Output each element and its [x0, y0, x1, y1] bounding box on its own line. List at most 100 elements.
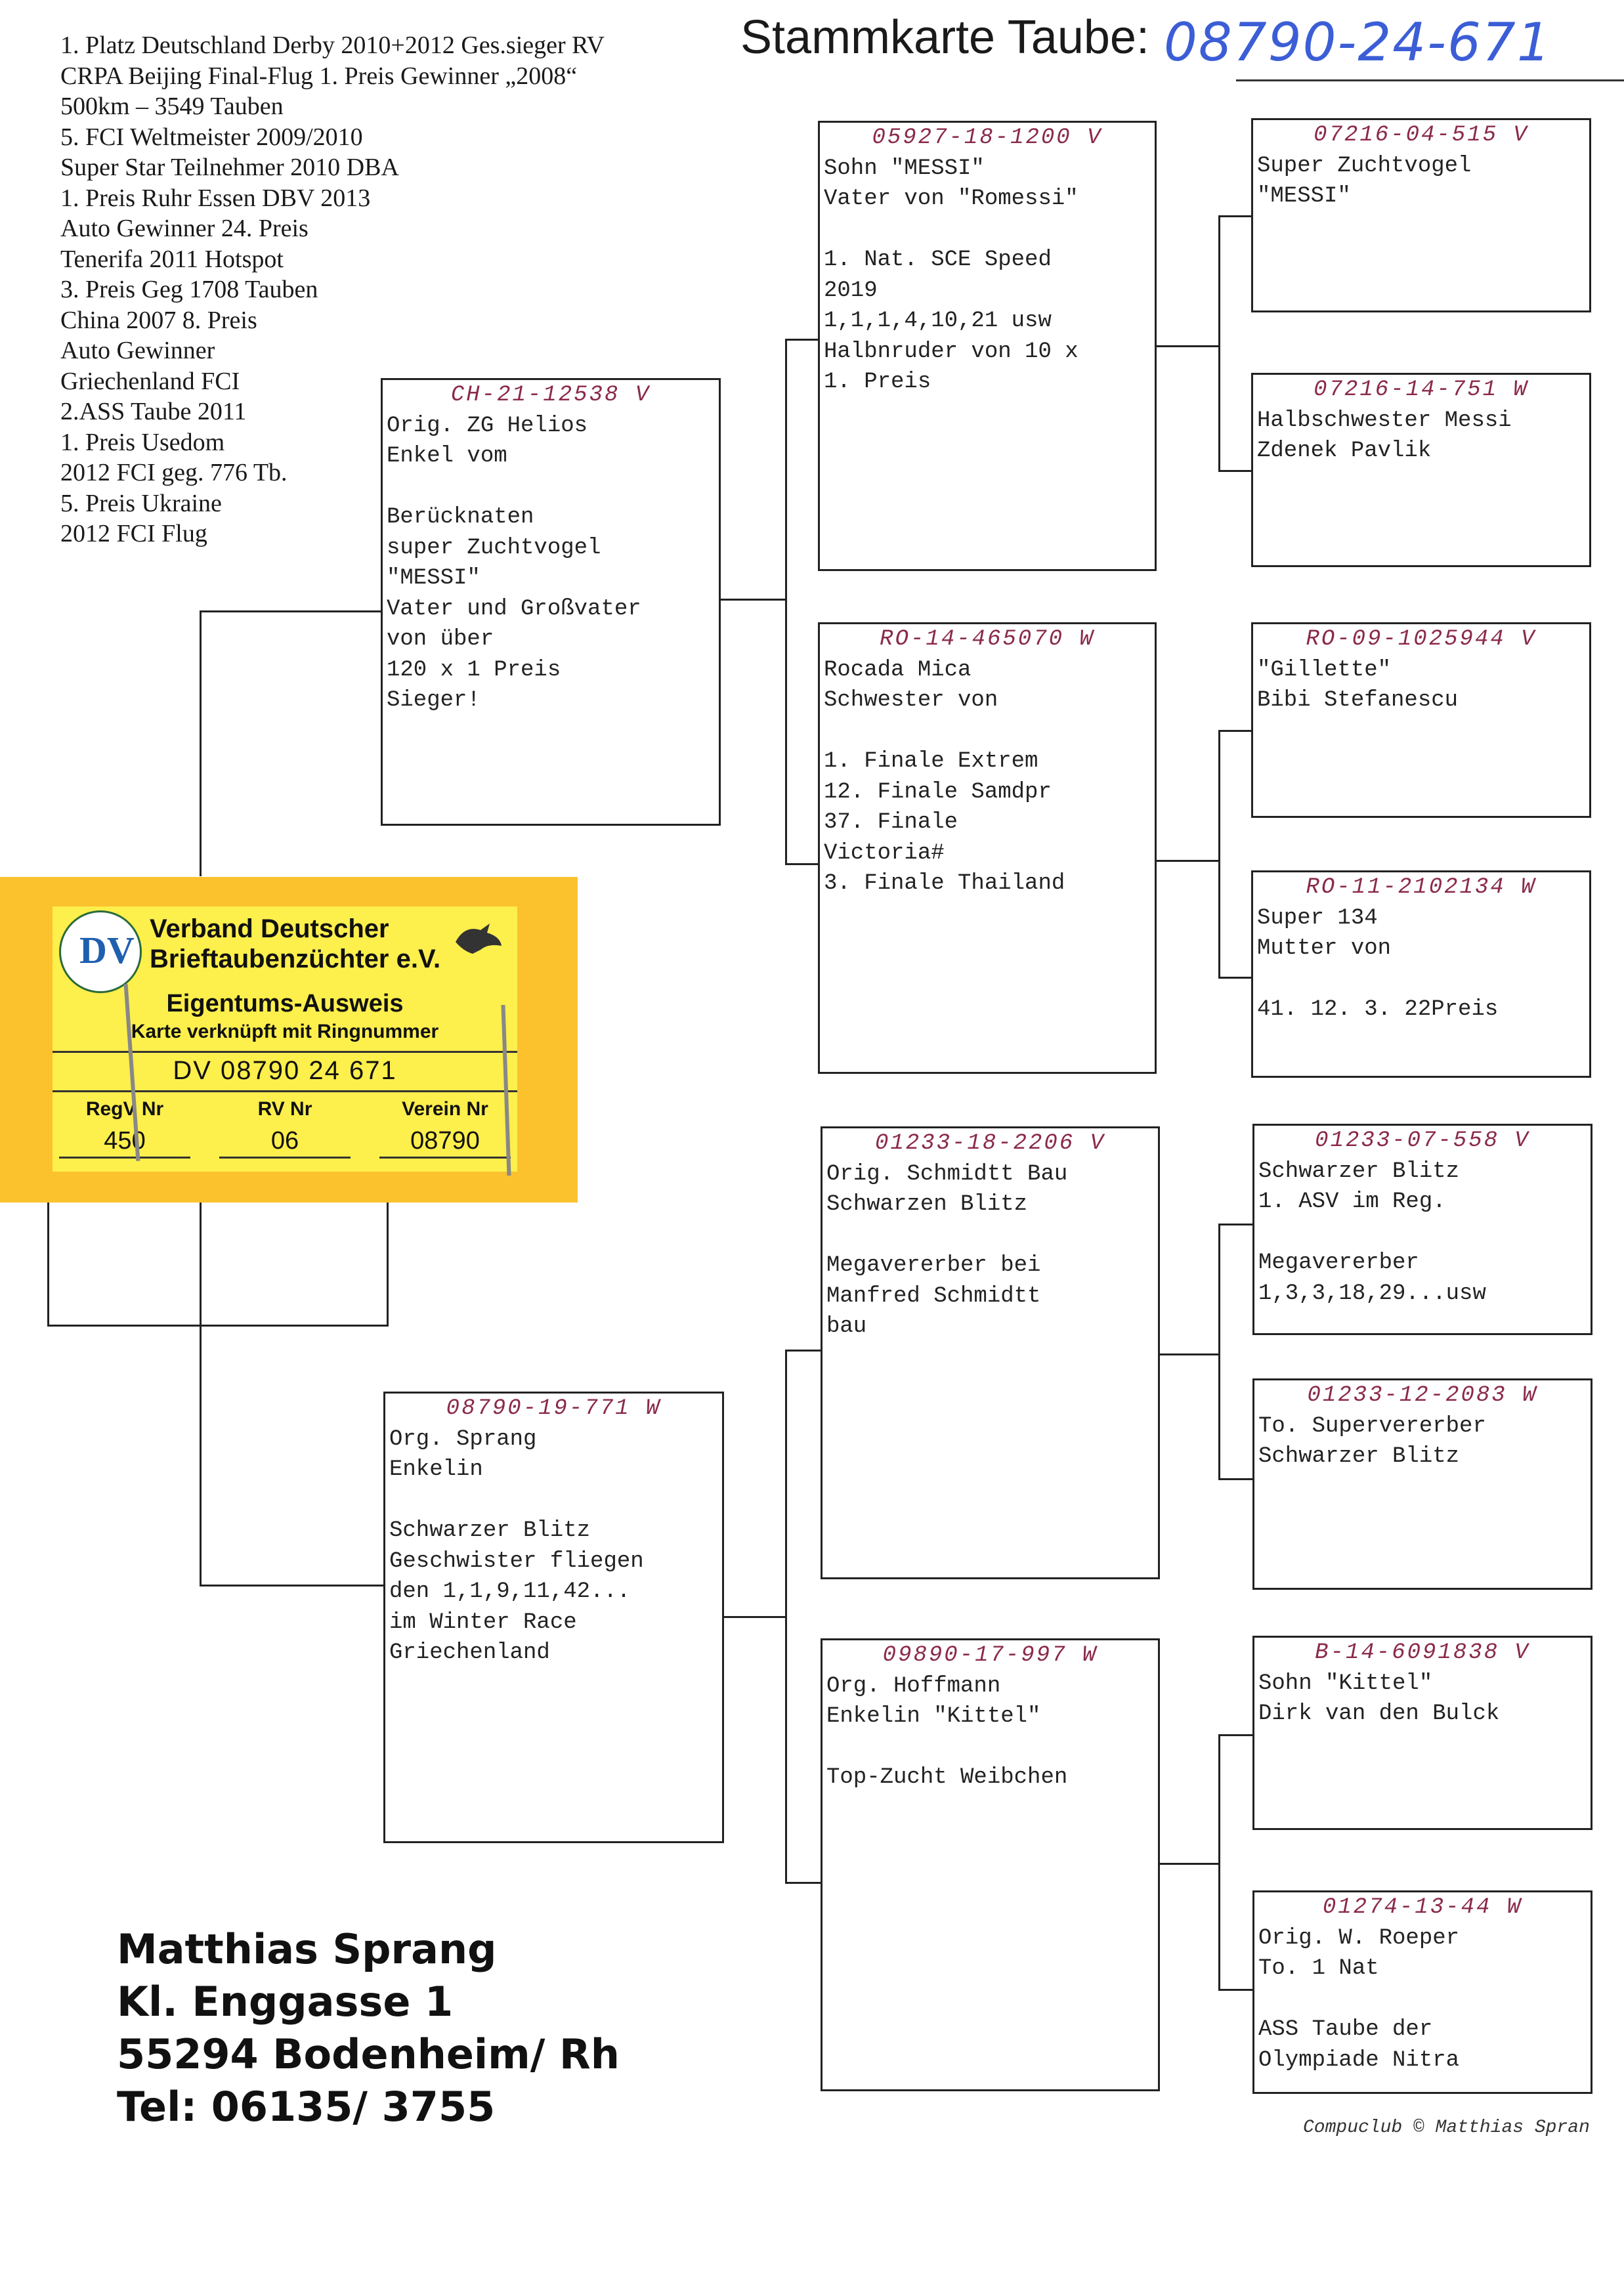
info-line: Megavererber bei — [826, 1253, 1041, 1278]
info-line: Enkel vom — [387, 444, 507, 469]
card-field-label: RegV Nr — [85, 1098, 164, 1120]
info-line: Schwarzer Blitz — [1258, 1159, 1460, 1184]
connector-line — [47, 1325, 389, 1327]
info-line: bau — [826, 1314, 867, 1339]
connector-line — [1218, 977, 1251, 979]
pedigree-box-dam-dam: 09890-17-997 W Org. Hoffmann Enkelin "Ki… — [821, 1638, 1160, 2091]
info-line: Griechenland — [389, 1640, 550, 1665]
info-line: Vater und Großvater — [387, 596, 641, 622]
connector-line — [1218, 1478, 1252, 1480]
info-line: Halbschwester Messi — [1257, 408, 1512, 433]
ownership-card: DV Verband Deutscher Brieftaubenzüchter … — [0, 877, 578, 1203]
connector-line — [785, 339, 818, 341]
ring-number: RO-11-2102134 W — [1306, 875, 1537, 900]
achievement-line: Auto Gewinner 24. Preis — [60, 215, 309, 242]
ring-number: 01274-13-44 W — [1322, 1895, 1523, 1920]
connector-line — [785, 1350, 787, 1882]
ownership-card-inner: DV Verband Deutscher Brieftaubenzüchter … — [53, 906, 517, 1176]
pedigree-box-dam: 08790-19-771 W Org. Sprang Enkelin Schwa… — [383, 1392, 724, 1843]
achievement-line: 2.ASS Taube 2011 — [60, 398, 247, 425]
info-line: Org. Sprang — [389, 1426, 537, 1452]
info-line: Geschwister fliegen — [389, 1548, 644, 1574]
breeder-address: Matthias Sprang Kl. Enggasse 1 55294 Bod… — [117, 1923, 620, 2133]
pedigree-box-dss: 01233-07-558 V Schwarzer Blitz 1. ASV im… — [1252, 1124, 1592, 1335]
info-line: Orig. W. Roeper — [1258, 1925, 1460, 1951]
ring-number: CH-21-12538 V — [450, 383, 651, 408]
ring-number: 08790-19-771 W — [446, 1396, 662, 1421]
connector-line — [1218, 470, 1251, 472]
connector-line — [387, 1203, 389, 1325]
connector-line — [200, 1585, 383, 1587]
address-line: Kl. Enggasse 1 — [117, 1978, 454, 2026]
info-line: Schwarzen Blitz — [826, 1192, 1028, 1217]
info-line: "Gillette" — [1257, 657, 1392, 683]
ring-number: 01233-18-2206 V — [874, 1131, 1106, 1156]
info-line: Mutter von — [1257, 936, 1392, 961]
info-line — [387, 472, 719, 503]
connector-line — [785, 339, 787, 863]
info-line: Enkelin — [389, 1457, 483, 1482]
pedigree-box-dsd: 01233-12-2083 W To. Supervererber Schwar… — [1252, 1378, 1592, 1590]
info-line: Dirk van den Bulck — [1258, 1701, 1500, 1726]
connector-line — [1218, 215, 1251, 217]
card-field-verein: Verein Nr 08790 — [379, 1098, 511, 1159]
connector-line — [1218, 1989, 1252, 1991]
connector-line — [1218, 1734, 1220, 1989]
achievement-line: 1. Preis Usedom — [60, 428, 225, 456]
card-field-value: 450 — [59, 1127, 190, 1159]
info-line: Victoria# — [824, 840, 945, 866]
ring-number: 01233-07-558 V — [1315, 1128, 1530, 1153]
ring-number: 07216-04-515 V — [1314, 123, 1529, 148]
info-line: 1,3,3,18,29...usw — [1258, 1281, 1486, 1306]
info-line: Schwester von — [824, 688, 998, 713]
connector-line — [1160, 1863, 1220, 1865]
info-line: "MESSI" — [1257, 184, 1351, 209]
info-line: im Winter Race — [389, 1609, 577, 1635]
info-line: Olympiade Nitra — [1258, 2047, 1460, 2073]
footer-copyright: Compuclub © Matthias Spran — [1303, 2118, 1590, 2138]
connector-line — [1160, 1353, 1220, 1355]
ring-number: 05927-18-1200 V — [872, 125, 1103, 150]
achievement-line: 5. Preis Ukraine — [60, 489, 222, 517]
pedigree-box-ddd: 01274-13-44 W Orig. W. Roeper To. 1 Nat … — [1252, 1890, 1592, 2094]
card-field-regv: RegV Nr 450 — [59, 1098, 190, 1159]
connector-line — [1218, 1224, 1252, 1225]
achievement-line: CRPA Beijing Final-Flug 1. Preis Gewinne… — [60, 62, 578, 90]
connector-line — [721, 599, 786, 601]
connector-line — [200, 610, 202, 876]
pedigree-box-dds: B-14-6091838 V Sohn "Kittel" Dirk van de… — [1252, 1636, 1592, 1830]
info-line: Orig. Schmidtt Bau — [826, 1161, 1068, 1187]
info-line: 41. 12. 3. 22Preis — [1257, 997, 1499, 1022]
achievement-line: 1. Preis Ruhr Essen DBV 2013 — [60, 184, 371, 212]
achievement-line: 3. Preis Geg 1708 Tauben — [60, 276, 318, 303]
info-line: 1. ASV im Reg. — [1258, 1189, 1446, 1214]
info-line: den 1,1,9,11,42... — [389, 1579, 631, 1604]
card-field-label: RV Nr — [257, 1098, 312, 1120]
achievement-line: 5. FCI Weltmeister 2009/2010 — [60, 123, 363, 151]
info-line: Vater von "Romessi" — [824, 186, 1079, 211]
title-block: Stammkarte Taube: 08790-24-671 — [740, 4, 1624, 96]
info-line — [389, 1485, 722, 1516]
card-subtitle-note: Karte verknüpft mit Ringnummer — [131, 1021, 439, 1042]
info-line: Schwarzer Blitz — [1258, 1444, 1460, 1469]
info-line: Sohn "Kittel" — [1258, 1671, 1433, 1696]
info-line: von über — [387, 627, 494, 652]
achievement-line: 2012 FCI geg. 776 Tb. — [60, 459, 288, 486]
achievement-line: Auto Gewinner — [60, 337, 215, 364]
info-line: super Zuchtvogel — [387, 535, 601, 561]
info-line: 1. Nat. SCE Speed — [824, 247, 1052, 272]
info-line: Schwarzer Blitz — [389, 1518, 591, 1543]
ring-number: 09890-17-997 W — [882, 1643, 1098, 1668]
ring-number: RO-09-1025944 V — [1306, 627, 1537, 652]
info-line: Orig. ZG Helios — [387, 413, 588, 438]
pedigree-box-sire-dam: RO-14-465070 W Rocada Mica Schwester von… — [818, 622, 1157, 1074]
pedigree-box-ssd: 07216-14-751 W Halbschwester Messi Zdene… — [1251, 373, 1591, 567]
ring-number: B-14-6091838 V — [1315, 1640, 1530, 1665]
info-line — [826, 1220, 1158, 1251]
info-line: "MESSI" — [387, 566, 481, 591]
title-underline — [1236, 79, 1624, 81]
info-line: 12. Finale Samdpr — [824, 779, 1052, 805]
card-field-value: 06 — [219, 1127, 351, 1159]
info-line — [1258, 1984, 1591, 2015]
info-line: 1. Preis — [824, 370, 931, 394]
